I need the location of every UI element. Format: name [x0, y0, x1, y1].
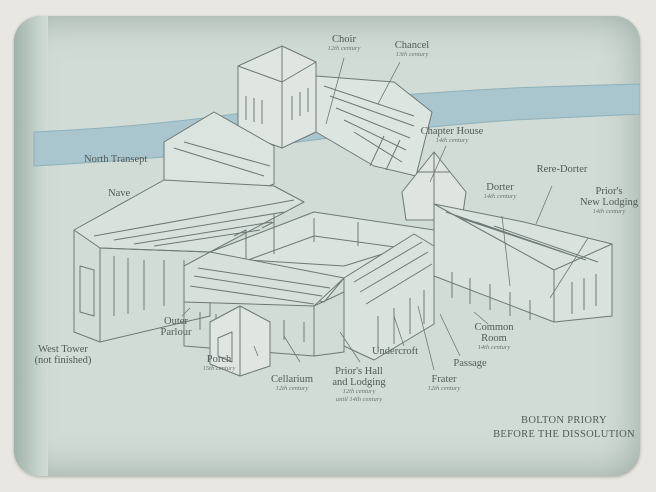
label-chapter-house: Chapter House 14th century	[414, 126, 490, 145]
label-choir-name: Choir	[332, 34, 356, 45]
label-priors-new-lodging-line2: New Lodging	[579, 197, 639, 208]
label-frater: Frater 12th century	[414, 374, 474, 393]
label-priors-hall-line2: and Lodging	[332, 377, 386, 388]
label-chapter-house-date: 14th century	[435, 137, 469, 144]
label-chancel-date: 13th century	[395, 51, 429, 58]
label-chancel: Chancel 13th century	[382, 40, 442, 59]
sign-caption: BOLTON PRIORY BEFORE THE DISSOLUTION	[484, 414, 640, 442]
label-frater-date: 12th century	[427, 385, 461, 392]
nave	[73, 179, 305, 343]
label-west-tower-line2: (not finished)	[34, 355, 92, 366]
label-priors-hall-date2: until 14th century	[335, 396, 383, 403]
label-cellarium-date: 12th century	[275, 385, 309, 392]
label-cellarium-name: Cellarium	[271, 374, 313, 385]
label-nave-name: Nave	[108, 188, 131, 199]
label-undercroft: Undercroft	[362, 346, 428, 357]
label-choir-date: 12th century	[327, 45, 361, 52]
sign-board: Choir 12th century Chancel 13th century …	[14, 16, 640, 476]
label-frater-name: Frater	[431, 374, 457, 385]
central-tower	[237, 45, 317, 149]
porch	[209, 305, 271, 377]
label-porch-name: Porch	[206, 354, 232, 365]
caption-line2: BEFORE THE DISSOLUTION	[493, 429, 635, 440]
label-dorter: Dorter 14th century	[474, 182, 526, 201]
dorter-range	[433, 203, 613, 323]
chancel-roof	[315, 75, 433, 177]
label-rere-dorter: Rere-Dorter	[528, 164, 596, 175]
label-chapter-house-name: Chapter House	[420, 126, 484, 137]
label-north-transept-name: North Transept	[84, 154, 148, 165]
label-priors-new-lodging-line1: Prior's	[595, 186, 623, 197]
label-cellarium: Cellarium 12th century	[260, 374, 324, 393]
label-common-room-line1: Common	[474, 322, 514, 333]
label-porch-date: 15th century	[202, 365, 236, 372]
label-priors-hall: Prior's Hall and Lodging 12th century un…	[320, 366, 398, 404]
label-priors-hall-date1: 12th century	[342, 388, 376, 395]
chapter-house	[401, 151, 467, 221]
label-passage-name: Passage	[453, 358, 487, 369]
label-outer-parlour-line1: Outer	[164, 316, 188, 327]
label-dorter-date: 14th century	[483, 193, 517, 200]
label-priors-new-lodging: Prior's New Lodging 14th century	[574, 186, 640, 216]
board-edge	[14, 16, 48, 476]
label-passage: Passage	[440, 358, 500, 369]
label-priors-hall-line1: Prior's Hall	[335, 366, 383, 377]
label-porch: Porch 15th century	[190, 354, 248, 373]
label-common-room-line2: Room	[481, 333, 507, 344]
label-rere-dorter-name: Rere-Dorter	[536, 164, 588, 175]
label-west-tower-line1: West Tower	[38, 344, 88, 355]
caption-line1: BOLTON PRIORY	[521, 415, 607, 426]
label-north-transept: North Transept	[84, 154, 147, 165]
label-dorter-name: Dorter	[486, 182, 514, 193]
label-undercroft-name: Undercroft	[371, 346, 419, 357]
label-west-tower: West Tower (not finished)	[28, 344, 98, 366]
label-priors-new-lodging-date: 14th century	[592, 208, 626, 215]
label-common-room-date: 14th century	[477, 344, 511, 351]
label-choir: Choir 12th century	[320, 34, 368, 53]
priory-drawing	[33, 45, 640, 377]
label-chancel-name: Chancel	[394, 40, 430, 51]
label-common-room: Common Room 14th century	[464, 322, 524, 352]
label-outer-parlour: Outer Parlour	[148, 316, 204, 338]
label-nave: Nave	[108, 188, 130, 199]
label-outer-parlour-line2: Parlour	[160, 327, 192, 338]
